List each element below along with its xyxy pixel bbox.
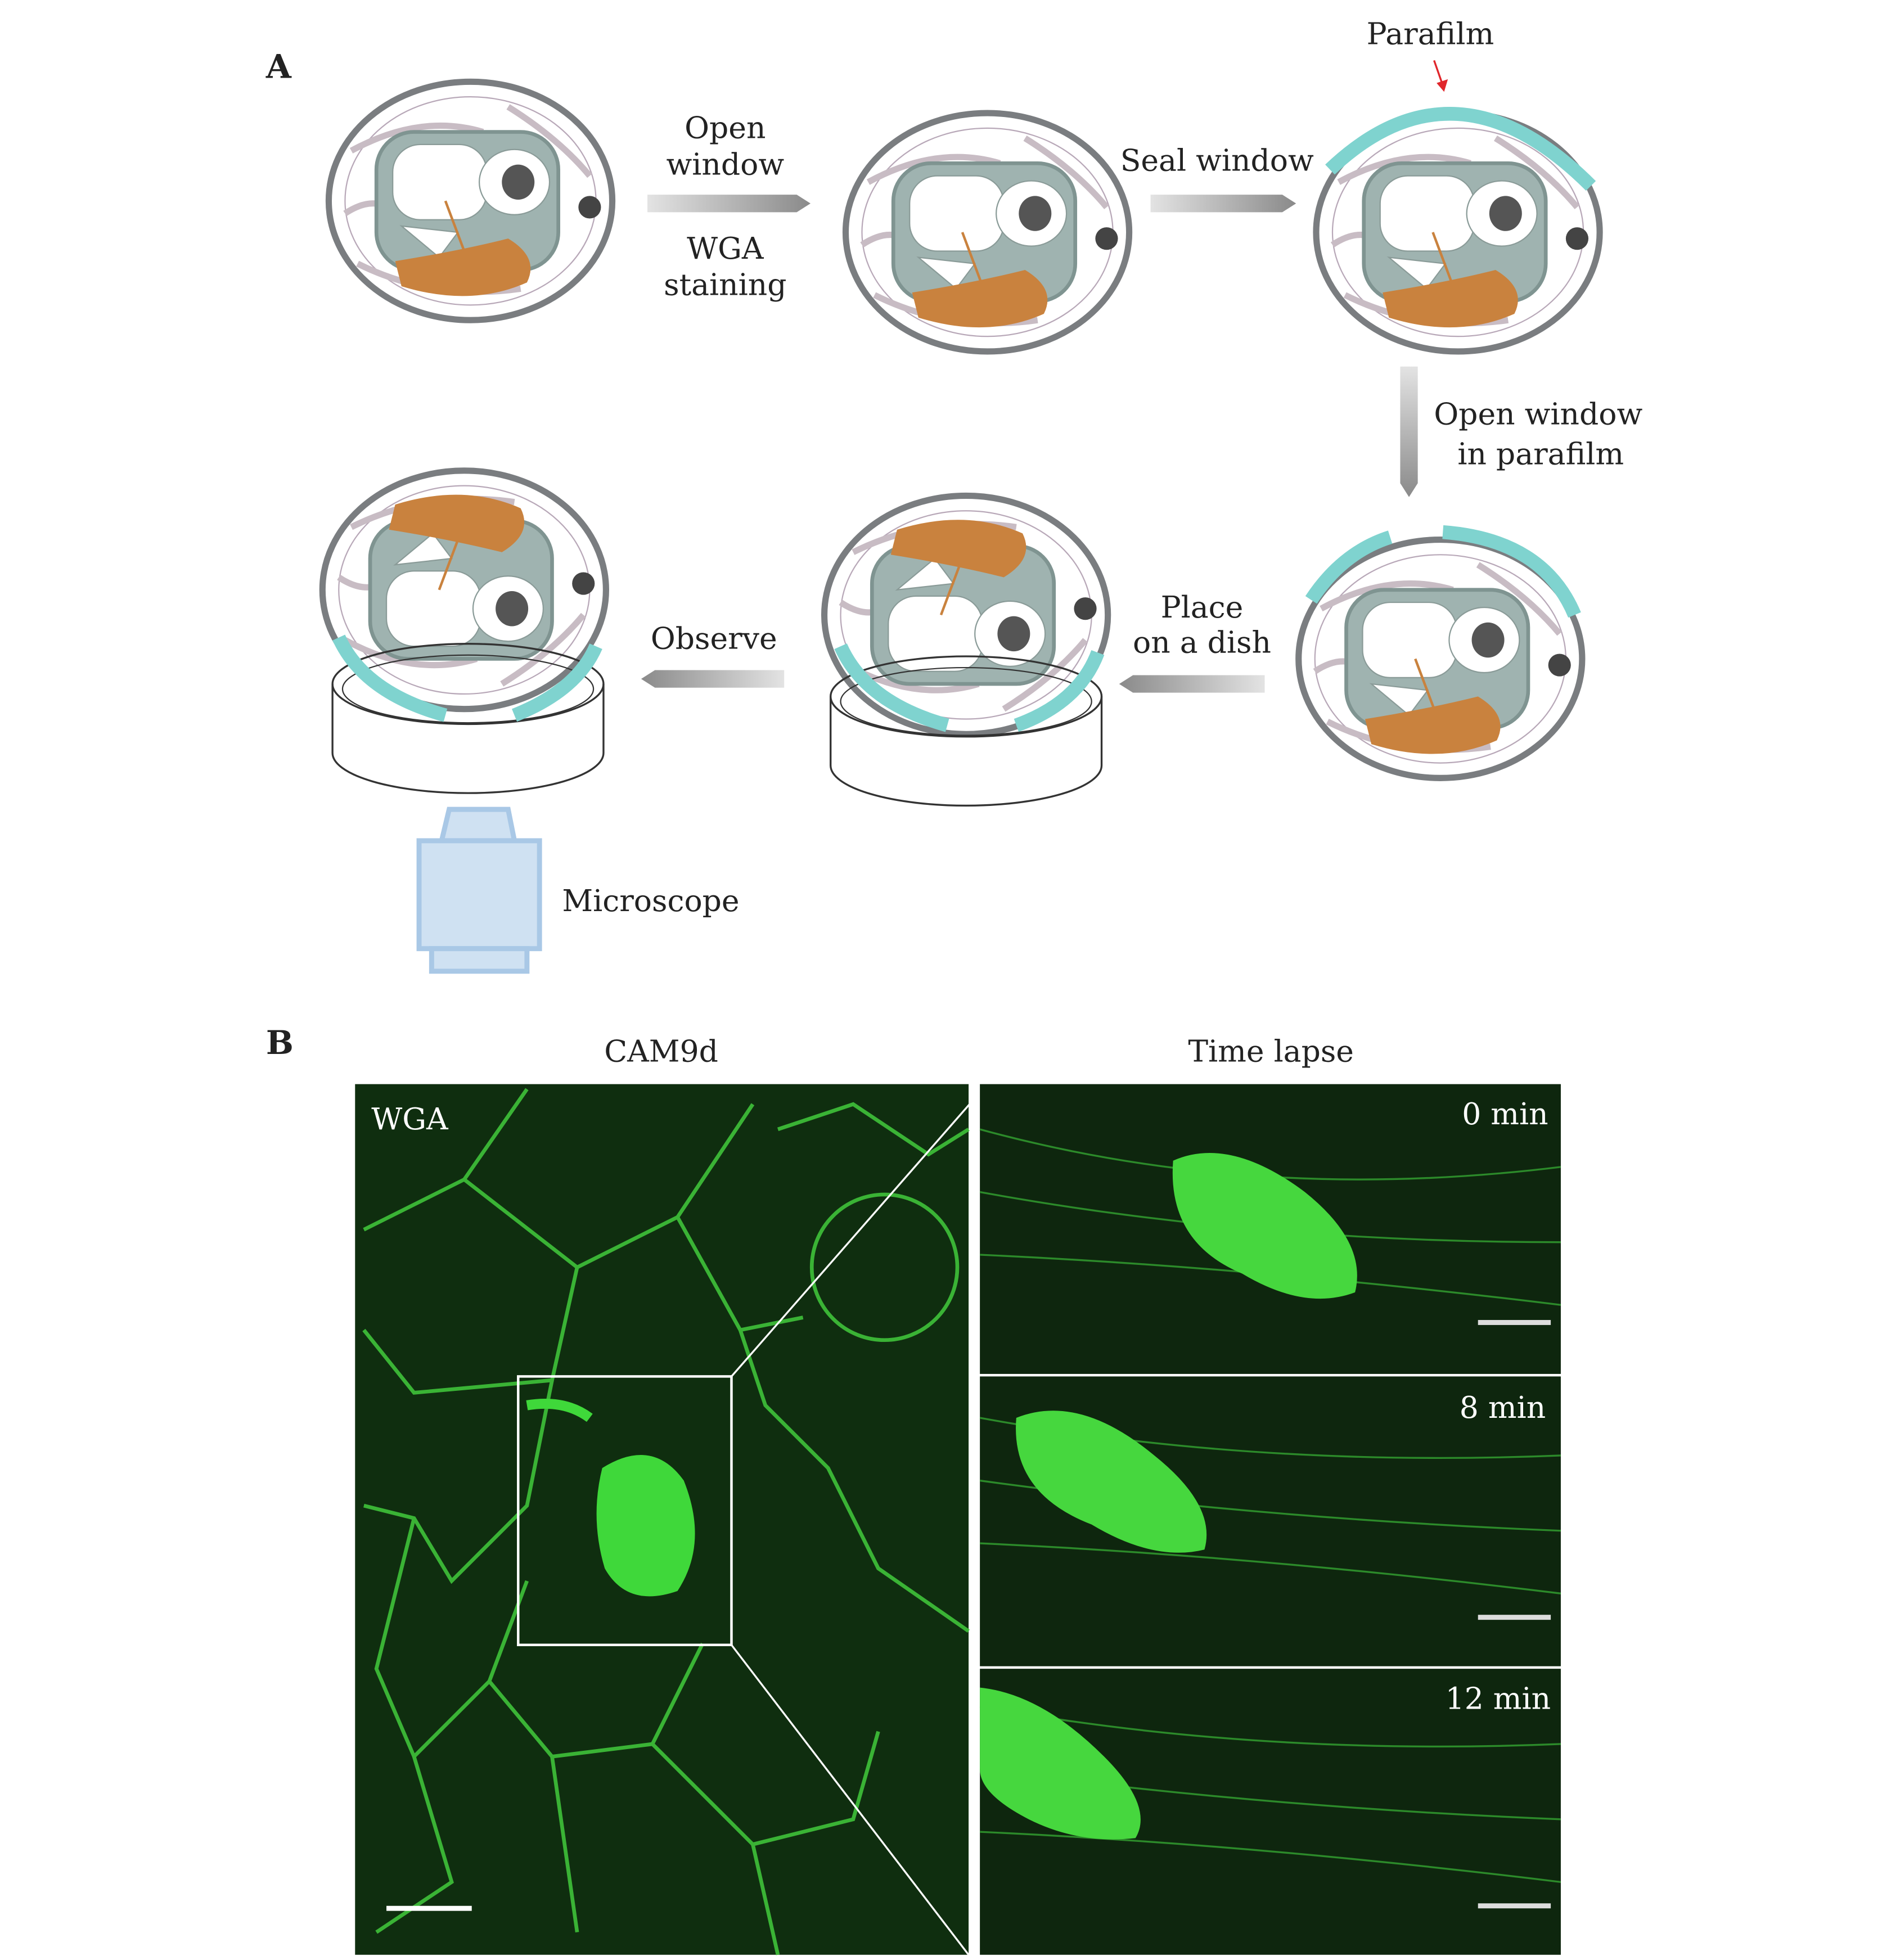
time-lapse-frame-8: 8 min — [979, 1376, 1561, 1666]
wga-label: WGA — [371, 1101, 449, 1137]
egg-windowed — [845, 113, 1129, 352]
arrow-right-1 — [647, 195, 811, 213]
step-place-dish-line2: on a dish — [1133, 624, 1271, 660]
time-lapse-frame-0: 0 min — [979, 1084, 1561, 1374]
parafilm-opened — [1305, 525, 1581, 618]
step-wga-line2: staining — [664, 267, 786, 303]
microscope-label: Microscope — [562, 883, 739, 918]
arrow-left-1 — [1119, 675, 1265, 693]
step-wga-line1: WGA — [687, 231, 764, 266]
time-label-8: 8 min — [1460, 1390, 1546, 1425]
parafilm-seal — [1325, 107, 1596, 191]
step-open-window-line2: window — [666, 146, 784, 182]
step-open-window-line1: Open — [685, 110, 766, 146]
cam9d-title: CAM9d — [604, 1033, 718, 1069]
microscope-icon — [416, 806, 542, 974]
scale-bar — [386, 1905, 472, 1911]
step-open-parafilm-line1: Open window — [1434, 396, 1642, 431]
step-place-dish-line1: Place — [1161, 589, 1244, 625]
arrow-down — [1400, 366, 1418, 497]
arrow-left-2 — [641, 670, 785, 688]
step-observe: Observe — [651, 621, 777, 656]
panel-a-label: A — [265, 48, 292, 86]
egg-intact — [328, 82, 612, 320]
parafilm-label: Parafilm — [1367, 16, 1494, 51]
zoom-box — [517, 1375, 733, 1646]
time-lapse-title: Time lapse — [1188, 1033, 1354, 1069]
time-lapse-frame-12: 12 min — [979, 1669, 1561, 1955]
step-seal-window: Seal window — [1120, 143, 1314, 178]
time-label-0: 0 min — [1462, 1096, 1548, 1132]
wga-micrograph: WGA — [355, 1084, 986, 1956]
time-label-12: 12 min — [1446, 1681, 1551, 1716]
step-open-parafilm-line2: in parafilm — [1457, 436, 1624, 472]
panel-b-label: B — [266, 1024, 294, 1062]
red-arrow-icon — [1437, 79, 1448, 92]
arrow-right-2 — [1150, 195, 1296, 213]
